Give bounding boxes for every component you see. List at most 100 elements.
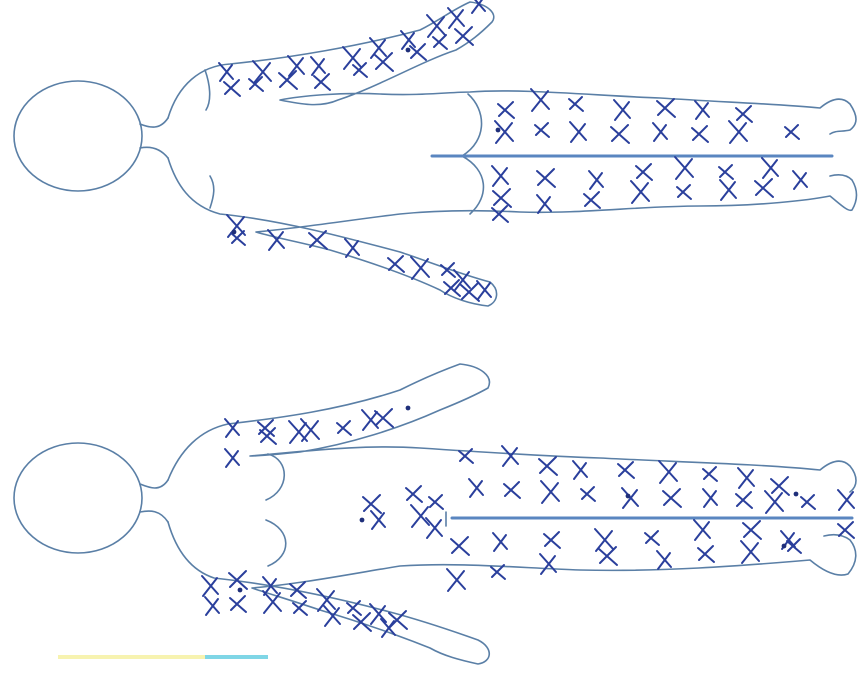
lower-x-mark [736,492,752,508]
neck-outline [140,118,168,158]
lower-ink-dot [238,588,243,593]
upper-x-mark [461,283,479,301]
lower-x-mark [645,531,659,545]
upper-x-mark [755,179,773,197]
lower-x-mark [738,468,754,488]
lower-ink-dot [406,406,411,411]
lower-x-mark [406,486,422,502]
lower-ink-dot [626,494,631,499]
upper-x-mark [535,123,549,137]
lower-x-mark [363,495,381,513]
lower-x-mark [502,446,518,466]
upper-x-mark [224,80,240,96]
lower-ink-dot [360,518,365,523]
upper-x-mark [695,101,709,119]
upper-x-mark [614,100,630,120]
upper-x-mark [288,56,304,76]
lower-x-mark [426,518,442,538]
lower-x-mark [202,576,218,596]
upper-x-mark [455,27,473,45]
lower-ink-dot [782,544,787,549]
lower-x-mark [663,489,681,507]
lower-x-mark [540,554,556,574]
lower-x-mark [491,565,505,579]
upper-x-mark [692,126,708,142]
upper-x-mark [410,44,426,60]
upper-x-mark [253,61,271,83]
upper-x-mark [631,181,649,203]
lower-x-mark [657,551,671,569]
upper-x-mark [719,165,733,179]
upper-x-mark [219,63,233,81]
upper-x-mark [345,239,359,257]
lower-x-mark [469,479,483,497]
armpit-outline [205,70,214,208]
upper-x-mark [492,206,508,222]
upper-x-mark [492,166,508,186]
lower-x-mark [659,461,677,483]
upper-x-mark [343,47,361,69]
upper-x-mark [537,195,551,213]
lower-x-mark [703,467,717,481]
lower-x-mark [595,529,613,551]
lower-x-mark [771,477,789,495]
upper-x-mark [477,281,491,299]
lower-x-mark [618,462,634,478]
lower-body-figure [14,364,856,664]
upper-x-mark [411,257,429,279]
upper-ink-dot [232,230,237,235]
upper-x-mark [493,189,511,207]
upper-x-mark [427,15,445,37]
upper-x-mark [498,102,514,118]
upper-x-mark [785,125,799,139]
head-outline [14,81,142,191]
torso-top-outline [168,2,856,134]
upper-x-mark [589,171,603,189]
chest-outline [266,454,286,566]
upper-x-mark [375,53,393,71]
upper-x-mark [584,192,600,208]
upper-x-mark [657,99,675,117]
lower-x-mark [504,482,520,498]
upper-x-mark [314,74,330,90]
upper-x-mark [537,169,555,187]
upper-body-figure [14,2,857,306]
upper-x-mark [388,256,404,272]
lower-x-mark [258,420,274,436]
lower-x-mark [765,491,783,513]
lower-x-mark [411,505,429,527]
upper-ink-dot [496,128,501,133]
lower-ink-dot [794,492,799,497]
upper-x-mark [570,122,586,142]
upper-x-mark [433,35,447,49]
upper-x-mark [720,180,736,200]
lower-x-mark [573,461,587,479]
lower-x-mark [371,511,385,529]
lower-x-mark [541,481,559,503]
upper-ink-dot [406,48,411,53]
lower-x-mark [698,546,714,562]
lower-x-mark [694,520,710,540]
lower-x-mark [447,569,465,591]
upper-x-mark [653,123,667,141]
upper-x-mark [279,71,297,89]
lower-x-mark [622,488,638,508]
lower-x-mark [741,541,759,563]
upper-x-mark [793,171,807,189]
upper-x-mark [762,158,778,178]
upper-x-mark [611,125,629,143]
upper-x-mark [448,8,464,28]
lower-x-mark [838,522,854,538]
torso-bottom-outline [168,158,857,306]
upper-x-mark [636,164,652,180]
lower-x-mark [544,532,560,548]
upper-x-mark [311,57,325,75]
lower-x-mark [337,421,351,435]
head-outline [14,443,142,553]
upper-x-mark [677,185,691,199]
lower-x-mark [743,521,761,539]
lower-x-mark [362,410,378,430]
upper-x-mark [729,121,747,143]
upper-x-mark [569,97,583,111]
